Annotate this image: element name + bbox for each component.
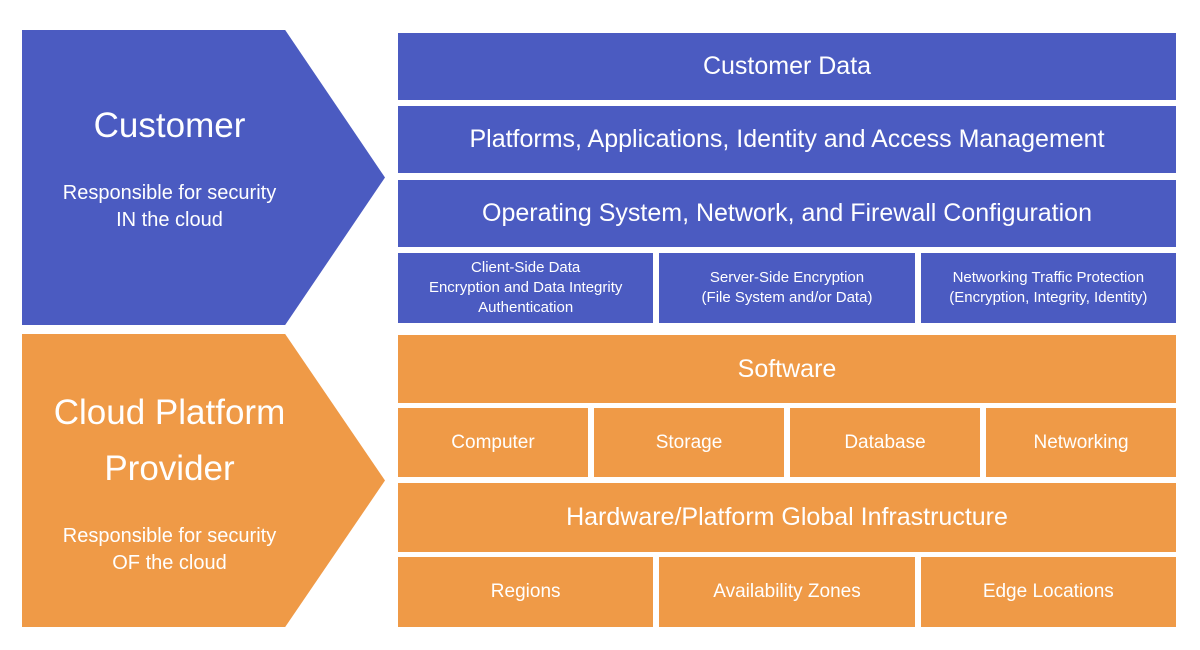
server-side-encryption-cell: Server-Side Encryption (File System and/… [659,253,915,323]
customer-arrow-title: Customer [93,105,246,145]
edge-locations-cell: Edge Locations [920,557,1176,627]
customer-arrow-subtitle-line1: Responsible for security [62,181,277,204]
provider-arrow-subtitle: Responsible for security OF the cloud [63,523,276,577]
database-cell: Database [790,408,980,477]
client-side-encryption-line2: Encryption and Data Integrity [428,279,623,296]
provider-arrow-subtitle-line2: OF the cloud [112,551,227,574]
software-services-row: Computer Storage Database Networking [398,408,1176,477]
hardware-infrastructure-bar: Hardware/Platform Global Infrastructure [398,483,1176,552]
networking-traffic-protection-line2: (Encryption, Integrity, Identity) [949,289,1148,306]
operating-system-bar: Operating System, Network, and Firewall … [398,180,1176,247]
networking-traffic-protection-cell: Networking Traffic Protection (Encryptio… [920,253,1176,323]
storage-cell: Storage [594,408,784,477]
provider-arrow-subtitle-line1: Responsible for security [62,524,277,547]
provider-arrow-title-line2: Provider [104,448,235,488]
networking-cell: Networking [986,408,1176,477]
regions-cell: Regions [398,557,654,627]
customer-arrow-subtitle-line2: IN the cloud [116,208,223,231]
provider-arrow-title: Cloud Platform Provider [54,385,285,497]
computer-cell: Computer [398,408,588,477]
client-side-encryption-line3: Authentication [478,299,574,316]
provider-arrow: Cloud Platform Provider Responsible for … [22,334,385,627]
client-side-encryption-cell: Client-Side Data Encryption and Data Int… [398,253,654,323]
provider-arrow-title-line1: Cloud Platform [53,392,286,432]
availability-zones-cell: Availability Zones [659,557,915,627]
server-side-encryption-line1: Server-Side Encryption [709,269,865,286]
customer-arrow-subtitle: Responsible for security IN the cloud [63,180,276,234]
server-side-encryption-line2: (File System and/or Data) [701,289,873,306]
infrastructure-row: Regions Availability Zones Edge Location… [398,557,1176,627]
customer-data-bar: Customer Data [398,33,1176,100]
software-bar: Software [398,335,1176,403]
responsibility-stack: Customer Data Platforms, Applications, I… [398,33,1176,627]
customer-arrow: Customer Responsible for security IN the… [22,30,385,325]
platforms-bar: Platforms, Applications, Identity and Ac… [398,106,1176,173]
networking-traffic-protection-line1: Networking Traffic Protection [952,269,1145,286]
customer-encryption-row: Client-Side Data Encryption and Data Int… [398,253,1176,323]
client-side-encryption-line1: Client-Side Data [471,259,581,276]
